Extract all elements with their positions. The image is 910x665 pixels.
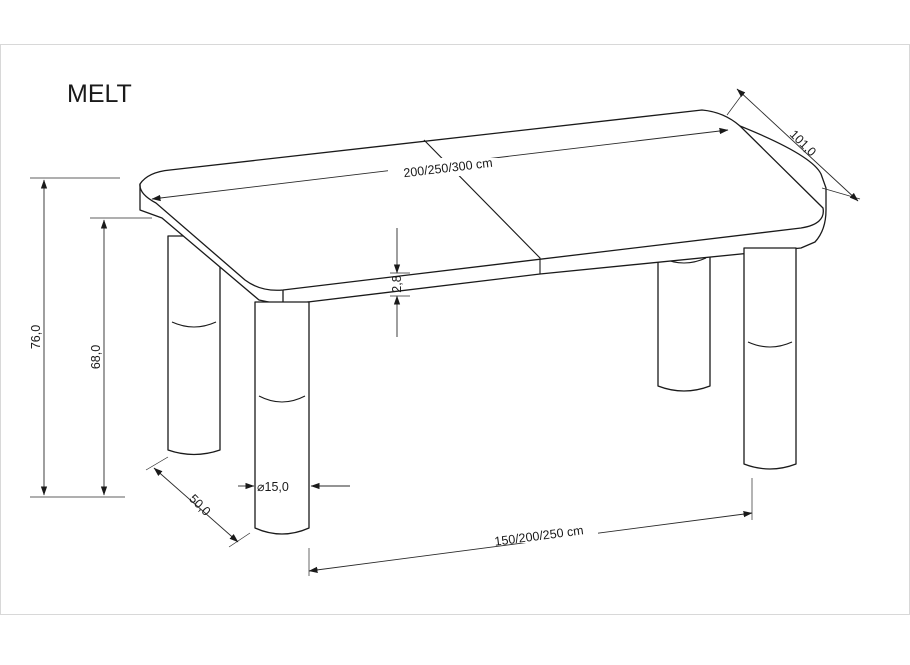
leg-diameter-label: ⌀15,0 <box>257 480 289 494</box>
dim-leg-diameter: ⌀15,0 <box>238 480 350 494</box>
leg-front-left <box>254 301 310 535</box>
dim-length-base: 150/200/250 cm <box>308 478 753 576</box>
table-top <box>139 109 827 306</box>
dim-height-under-top: 68,0 <box>89 217 152 496</box>
height-under-top-label: 68,0 <box>89 345 103 369</box>
dim-height-total: 76,0 <box>29 177 125 498</box>
dim-length-extended: 200/250/300 cm <box>151 127 729 202</box>
leg-back-right <box>657 249 711 392</box>
top-thickness-label: 2,8 <box>390 275 404 292</box>
dim-leg-offset: 50,0 <box>145 456 251 548</box>
leg-front-right <box>743 247 797 470</box>
product-title: MELT <box>67 80 132 108</box>
leg-offset-label: 50,0 <box>186 492 213 519</box>
leg-back-left <box>167 235 221 456</box>
dim-top-thickness: 2,8 <box>390 228 410 337</box>
height-total-label: 76,0 <box>29 325 43 349</box>
